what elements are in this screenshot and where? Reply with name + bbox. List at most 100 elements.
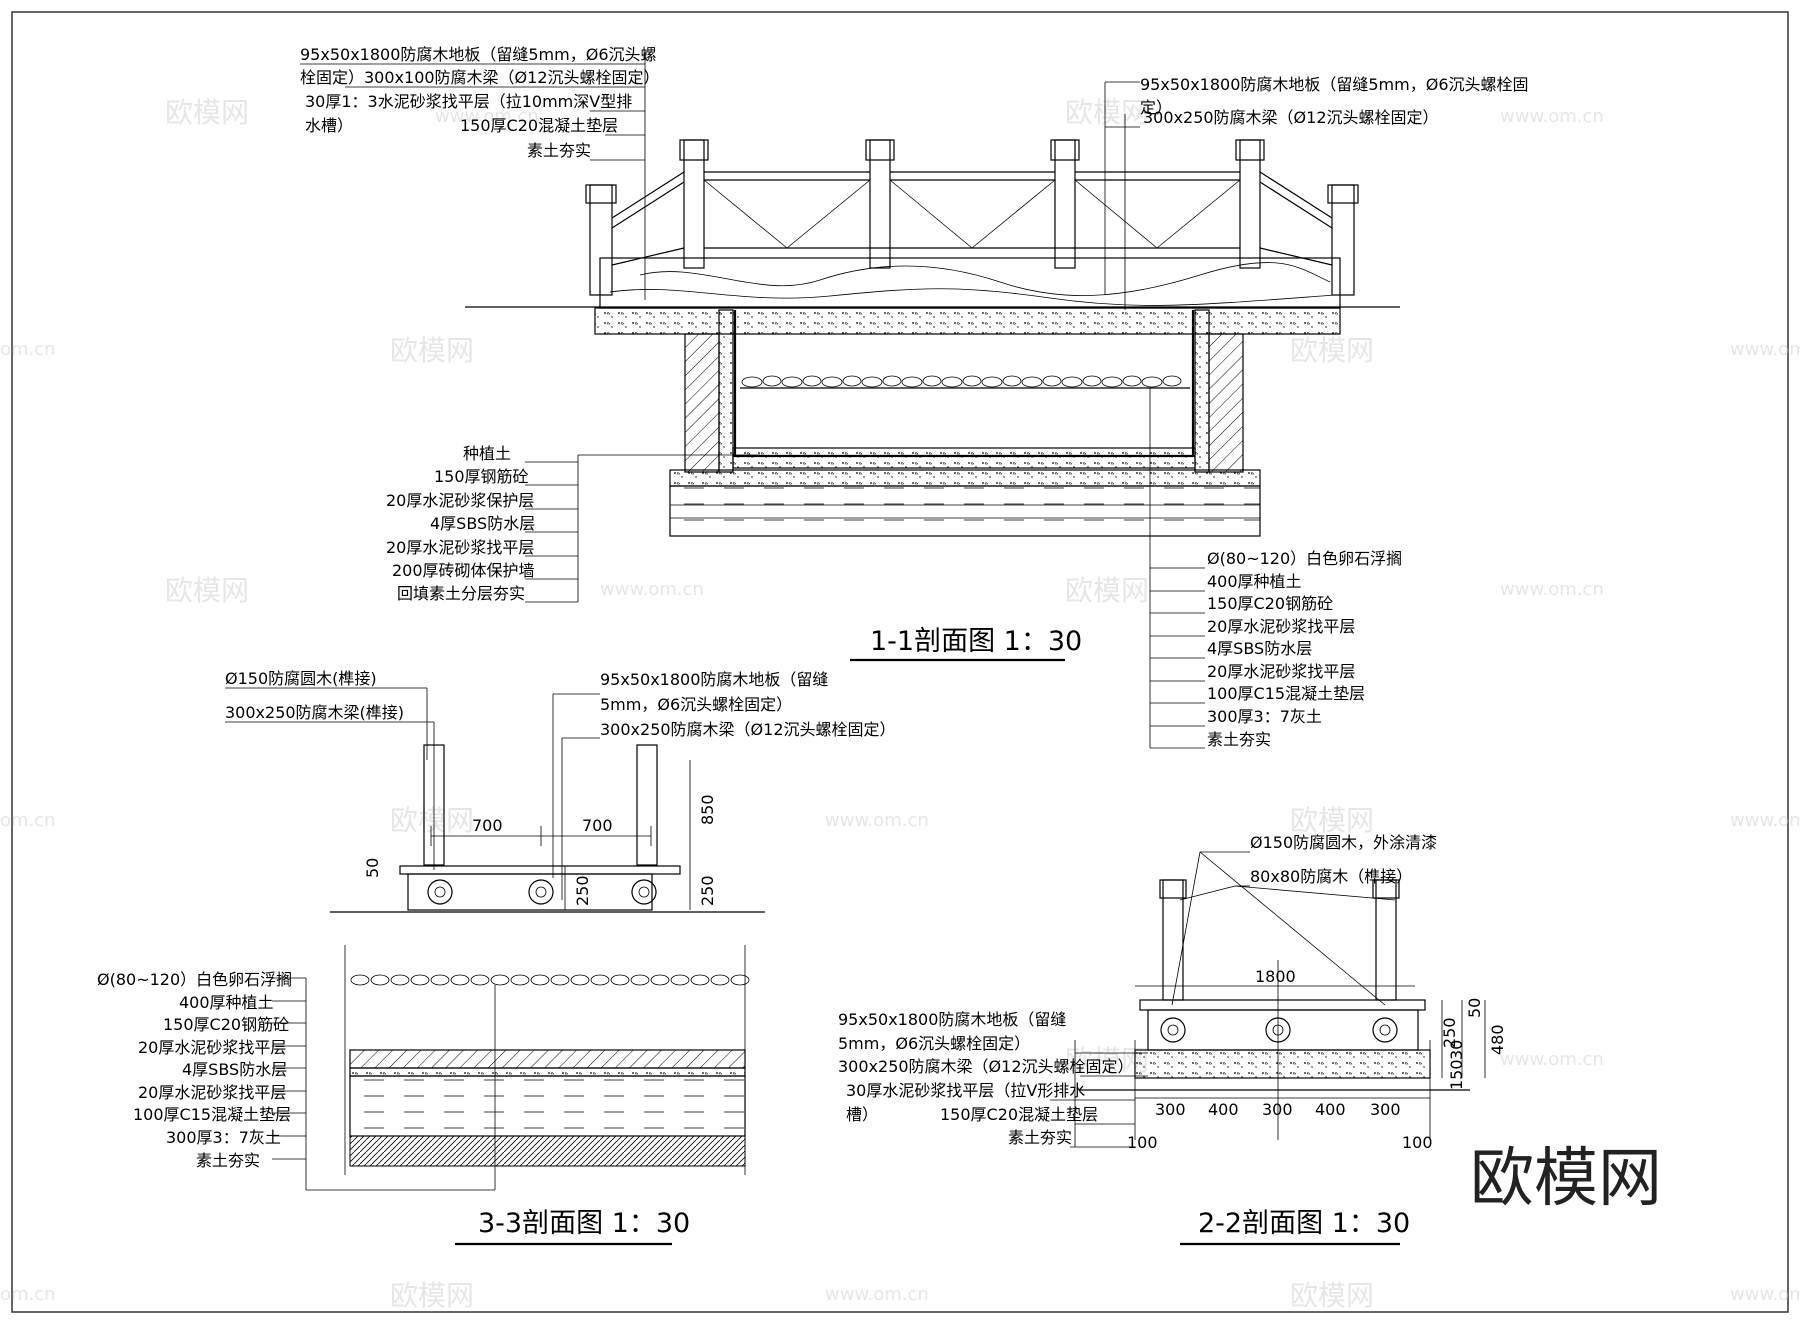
s11-top-left-note: 栓固定）300x100防腐木梁（Ø12沉头螺栓固定） [300,68,660,87]
watermark-url: www.om.cn [825,810,929,831]
s22-dim: 400 [1315,1100,1346,1119]
s22-left-note: 槽） [846,1105,878,1124]
s22-dim: 50 [1465,998,1484,1018]
watermark-cn: 欧模网 [1290,804,1374,837]
s11-left-note: 回填素土分层夯实 [397,584,525,603]
watermark-url: www.om.cn [1730,339,1800,360]
s11-left-note: 种植土 [463,444,511,463]
s33-dim: 700 [472,816,503,835]
s22-dim: 300 [1155,1100,1186,1119]
s22-top-note: Ø150防腐圆木，外涂清漆 [1250,833,1437,852]
s11-title: 1-1剖面图 1：30 [870,626,1082,657]
s11-right-note: 4厚SBS防水层 [1207,639,1312,658]
brick-wall-right [1208,333,1244,473]
watermark-layer: 欧模网 欧模网 www.om.cn www.om.cn 欧模网 欧模网 om.c… [0,96,1800,1312]
s33-dim: 850 [698,794,717,825]
s22-left-note: 150厚C20混凝土垫层 [940,1105,1098,1124]
s11-right-note: 素土夯实 [1207,730,1271,749]
s11-right-note: 100厚C15混凝土垫层 [1207,684,1365,703]
s33-left-note: 4厚SBS防水层 [182,1060,287,1079]
s22-left-callouts: 95x50x1800防腐木地板（留缝 5mm，Ø6沉头螺栓固定） 300x250… [838,1010,1148,1148]
watermark-cn: 欧模网 [1065,96,1149,129]
s33-left-note: 400厚种植土 [179,993,274,1012]
s33-left-note: 300厚3：7灰土 [166,1128,281,1147]
s33-dim: 250 [573,875,592,906]
s11-right-note: 20厚水泥砂浆找平层 [1207,662,1355,681]
s22-left-note: 300x250防腐木梁（Ø12沉头螺栓固定） [838,1057,1134,1076]
s11-top-right-note: 定） [1140,98,1172,117]
s11-top-left-note: 95x50x1800防腐木地板（留缝5mm，Ø6沉头螺 [300,45,657,64]
s33-left-note: 20厚水泥砂浆找平层 [138,1083,286,1102]
watermark-url: www.om.cn [825,1284,929,1305]
s33-left-callouts: Ø(80~120）白色卵石浮搁 400厚种植土 150厚C20钢筋砼 20厚水泥… [97,970,496,1191]
s33-top-left-note: Ø150防腐圆木(榫接) [225,669,377,688]
s11-right-note: Ø(80~120）白色卵石浮搁 [1207,549,1402,568]
s22-dim: 250 [1440,1017,1459,1048]
s22-dim: 480 [1488,1024,1507,1055]
s11-left-note: 200厚砖砌体保护墙 [392,561,535,580]
watermark-url: www.om.cn [1730,810,1800,831]
watermark-cn: 欧模网 [1290,1279,1374,1312]
s33-left-note: Ø(80~120）白色卵石浮搁 [97,970,292,989]
s11-right-note: 300厚3：7灰土 [1207,707,1322,726]
s22-left-note: 95x50x1800防腐木地板（留缝 [838,1010,1066,1029]
s33-dim: 700 [582,816,613,835]
s33-pebbles [350,974,750,986]
s33-dim: 50 [363,858,382,878]
s22-left-note: 5mm，Ø6沉头螺栓固定） [838,1034,1030,1053]
watermark-url: www.om.cn [1500,106,1604,127]
s11-left-callouts: 种植土 150厚钢筋砼 20厚水泥砂浆保护层 4厚SBS防水层 20厚水泥砂浆找… [386,444,760,603]
watermark-url: om.cn [0,339,56,360]
s11-top-left-note: 150厚C20混凝土垫层 [460,116,618,135]
s33-top-right-note: 300x250防腐木梁（Ø12沉头螺栓固定） [600,720,896,739]
watermark-cn: 欧模网 [390,334,474,367]
brick-wall-left [684,333,720,473]
s11-left-note: 20厚水泥砂浆找平层 [386,538,534,557]
s11-left-note: 4厚SBS防水层 [430,514,535,533]
s33-top-right-note: 95x50x1800防腐木地板（留缝 [600,670,828,689]
s33-title: 3-3剖面图 1：30 [478,1208,690,1239]
watermark-url: om.cn [0,810,56,831]
s22-dim: 100 [1127,1133,1158,1152]
watermark-url: www.om.cn [1500,1049,1604,1070]
watermark-cn: 欧模网 [1290,334,1374,367]
s33-dim: 250 [698,875,717,906]
section-2-2: 1800 300 400 300 400 300 100 100 50 250 … [838,833,1507,1246]
s11-top-right-note: 300x250防腐木梁（Ø12沉头螺栓固定） [1143,108,1439,127]
s22-left-note: 30厚水泥砂浆找平层（拉V形排水 [846,1081,1085,1100]
s22-dim: 300 [1370,1100,1401,1119]
watermark-url: www.om.cn [1730,1284,1800,1305]
brand-logo: 欧模网 [1470,1142,1662,1216]
s33-left-note: 100厚C15混凝土垫层 [133,1105,291,1124]
s11-right-callouts: Ø(80~120）白色卵石浮搁 400厚种植土 150厚C20钢筋砼 20厚水泥… [1149,388,1402,749]
s22-dim: 400 [1208,1100,1239,1119]
s22-dim: 150 [1447,1059,1466,1090]
s33-top-left-note: 300x250防腐木梁(榫接) [225,703,404,722]
concrete-slab [594,307,1341,335]
s11-top-left-note: 30厚1：3水泥砂浆找平层（拉10mm深V型排 [305,92,632,111]
s22-dim: 30 [1447,1040,1466,1060]
section-1-1: 95x50x1800防腐木地板（留缝5mm，Ø6沉头螺 栓固定）300x100防… [300,45,1529,749]
s11-top-left-note: 素土夯实 [527,141,591,160]
drawing-border [11,11,1789,1313]
watermark-cn: 欧模网 [1065,574,1149,607]
s22-dim: 1800 [1255,967,1296,986]
s33-left-note: 20厚水泥砂浆找平层 [138,1038,286,1057]
s11-right-note: 400厚种植土 [1207,572,1302,591]
section-3-3: 700 700 250 850 250 50 [97,669,896,1246]
watermark-url: www.om.cn [600,579,704,600]
s33-top-right-note: 5mm，Ø6沉头螺栓固定） [600,695,792,714]
pebble-layer [741,375,1182,388]
watermark-cn: 欧模网 [165,96,249,129]
s33-left-note: 150厚C20钢筋砼 [163,1015,289,1034]
s22-dim: 100 [1402,1133,1433,1152]
watermark-url: www.om.cn [1500,579,1604,600]
s33-left-note: 素土夯实 [196,1151,260,1170]
s22-left-note: 素土夯实 [1008,1128,1072,1147]
s11-left-note: 150厚钢筋砼 [434,467,529,486]
watermark-cn: 欧模网 [390,804,474,837]
watermark-url: www.om.cn [435,106,539,127]
watermark-cn: 欧模网 [165,574,249,607]
s11-left-note: 20厚水泥砂浆保护层 [386,491,534,510]
